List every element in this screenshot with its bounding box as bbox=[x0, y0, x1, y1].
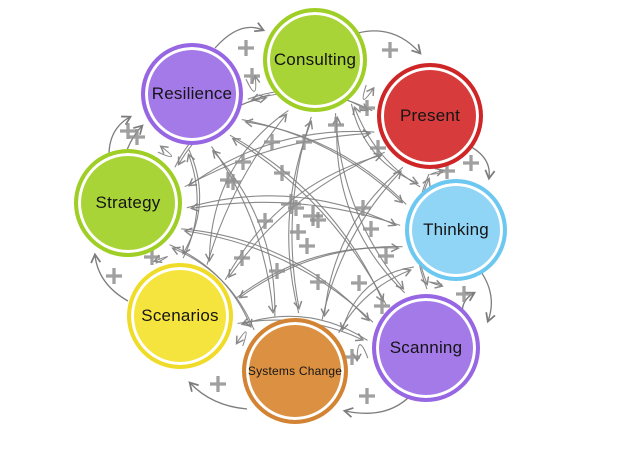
node-label: Scenarios bbox=[141, 306, 219, 326]
node-label: Thinking bbox=[423, 220, 489, 240]
node-resilience: Resilience bbox=[141, 43, 243, 145]
node-label: Strategy bbox=[95, 193, 161, 213]
plus-marks bbox=[106, 40, 479, 404]
node-thinking: Thinking bbox=[405, 179, 507, 281]
node-label: Consulting bbox=[273, 50, 357, 70]
node-scanning: Scanning bbox=[372, 294, 480, 402]
node-label: Present bbox=[400, 106, 460, 126]
node-label: Scanning bbox=[389, 338, 463, 358]
node-scenarios: Scenarios bbox=[127, 263, 233, 369]
node-consulting: Consulting bbox=[263, 8, 367, 112]
node-present: Present bbox=[377, 63, 483, 169]
node-systems-change: Systems Change bbox=[242, 318, 348, 424]
node-strategy: Strategy bbox=[74, 149, 182, 257]
node-label: Systems Change bbox=[247, 363, 343, 378]
node-label: Resilience bbox=[151, 84, 233, 104]
